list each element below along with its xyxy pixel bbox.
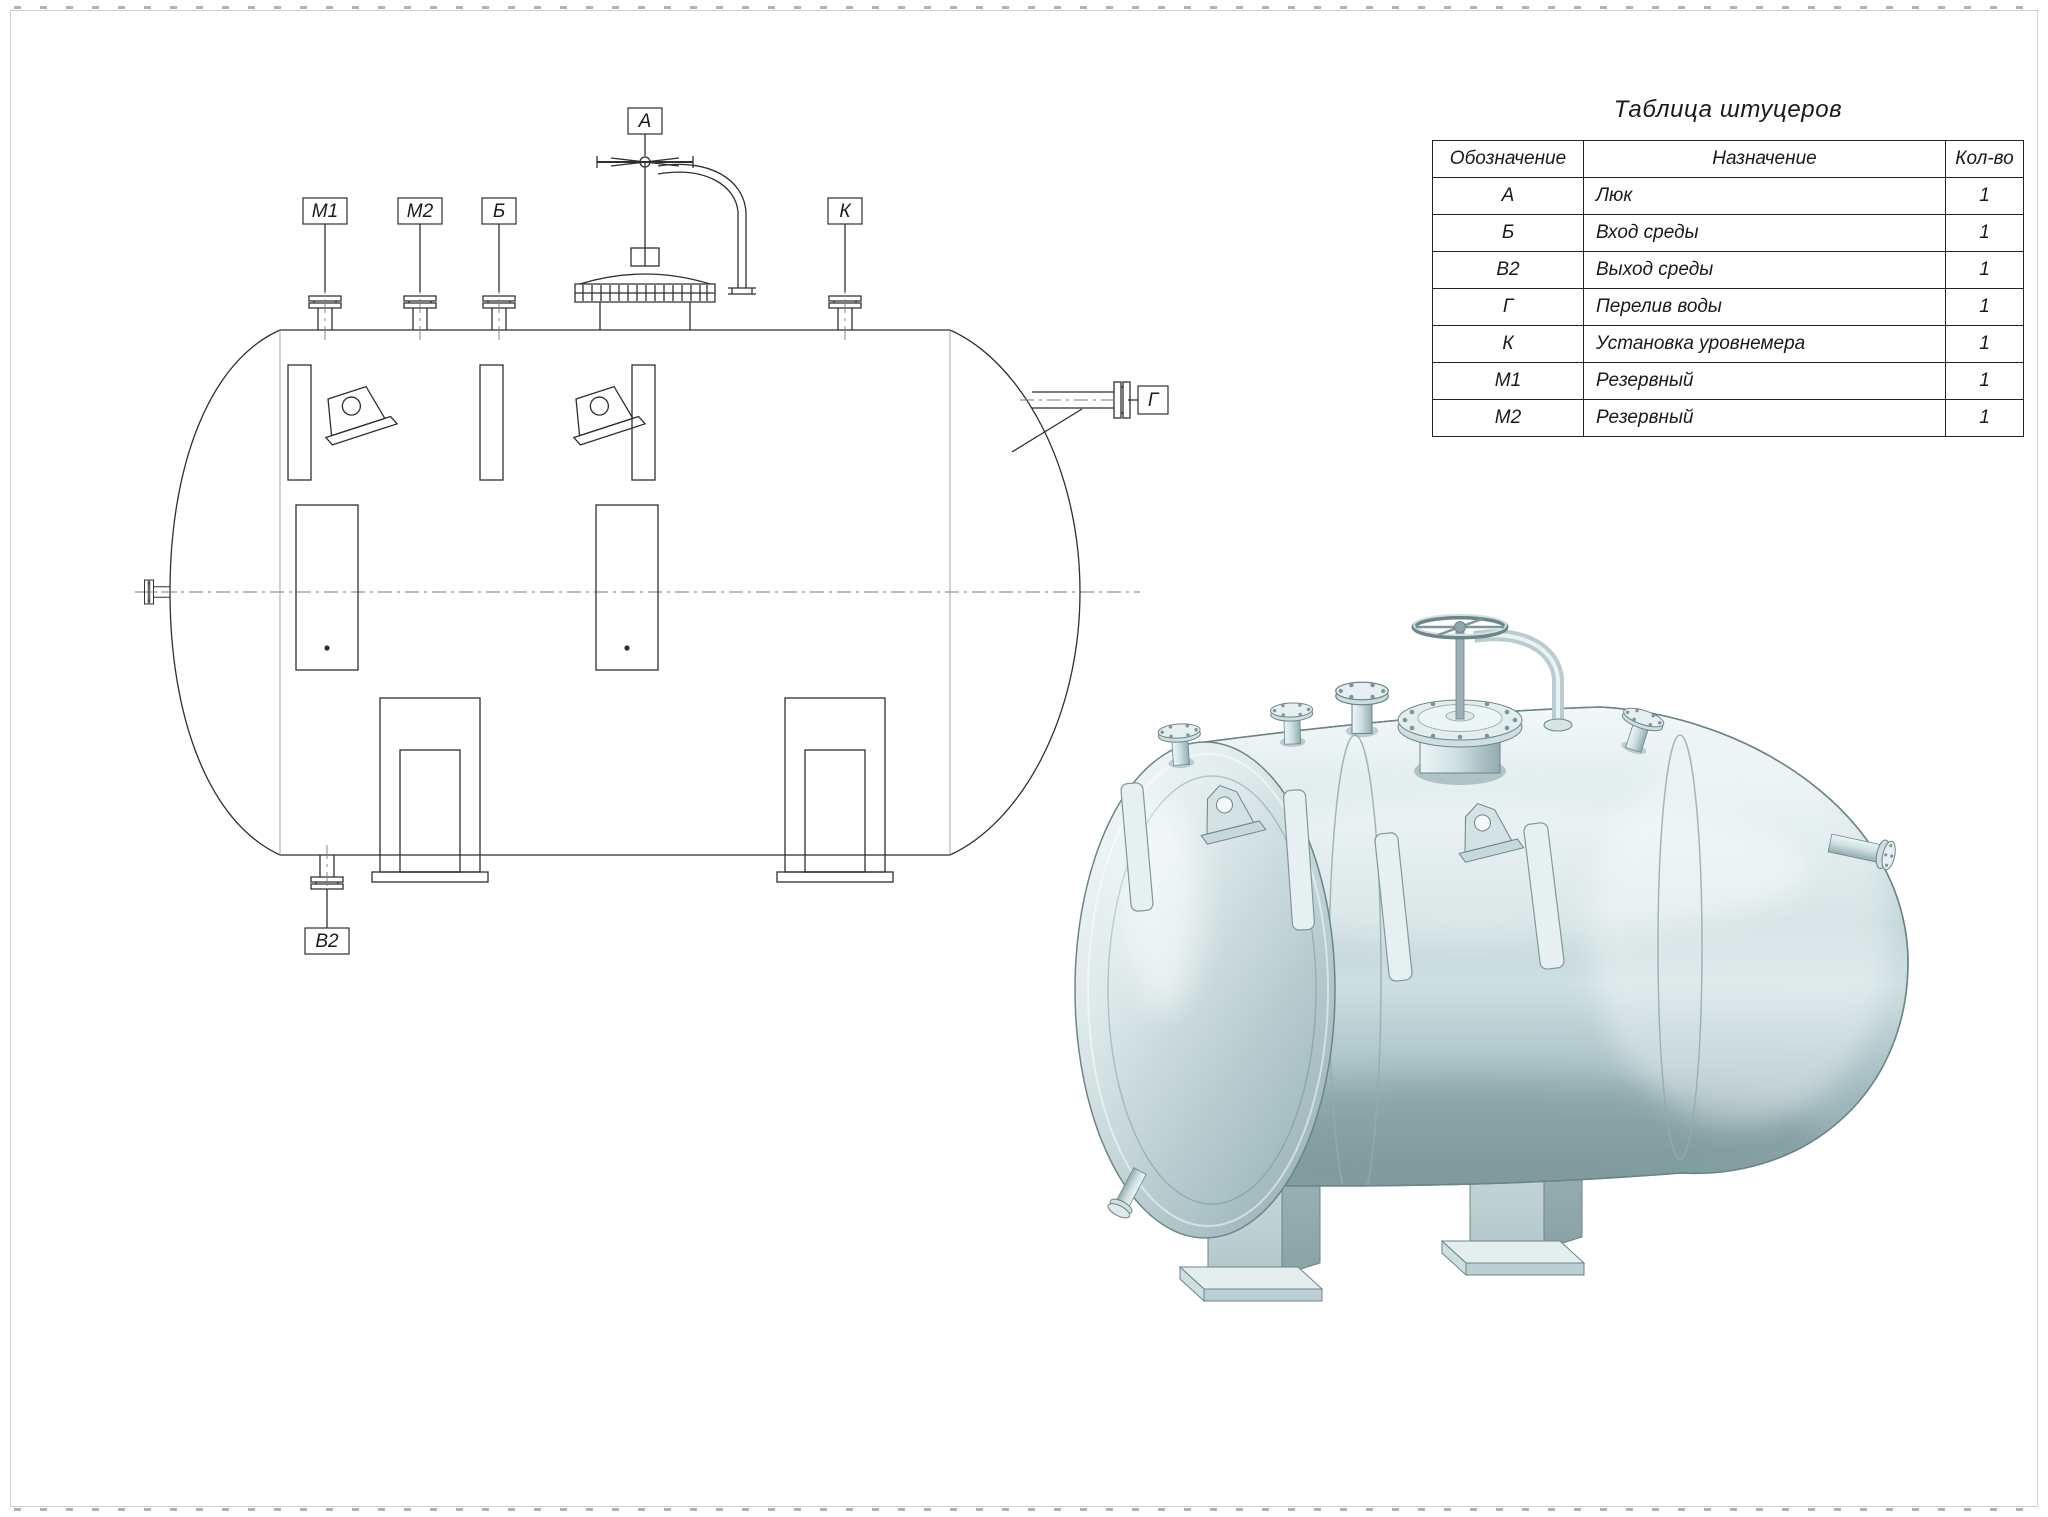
table-cell-code: М1 [1433, 362, 1583, 399]
support-saddle-2d [371, 697, 894, 883]
table-cell-code: А [1433, 177, 1583, 214]
label-v2: В2 [315, 931, 339, 952]
table-cell-purpose: Установка уровнемера [1583, 325, 1945, 362]
table-cell-code: Б [1433, 214, 1583, 251]
nozzle-table: Таблица штуцеров Обозначение Назначение … [1432, 96, 2024, 437]
nozzle-v2-3d [1107, 1167, 1147, 1219]
scan-artifact-top [14, 6, 2034, 9]
table-cell-code: Г [1433, 288, 1583, 325]
label-box-v2 [304, 927, 350, 955]
shell-pads-3d [1120, 782, 1565, 982]
nozzle-g-3d [1827, 833, 1896, 871]
label-m1: М1 [312, 201, 338, 222]
manhole-a-3d [1397, 614, 1573, 785]
internal-pads-2d [287, 364, 659, 671]
table-cell-purpose: Выход среды [1583, 251, 1945, 288]
nozzle-m2-2d [403, 287, 437, 341]
nozzle-g-2d [1011, 381, 1136, 453]
label-box-a [627, 107, 663, 135]
manhole-a-2d [574, 156, 756, 330]
label-box-k [827, 197, 863, 225]
label-m2: М2 [407, 201, 434, 222]
nozzle-k-2d [828, 287, 862, 341]
table-cell-code: В2 [1433, 251, 1583, 288]
table-cell-qty: 1 [1945, 214, 2023, 251]
label-k: К [839, 201, 852, 222]
lifting-lug-2d [324, 385, 399, 446]
lifting-lug-3d [1458, 802, 1525, 863]
vessel-shell-2d [169, 329, 1081, 856]
table-cell-purpose: Резервный [1583, 399, 1945, 436]
table-cell-code: К [1433, 325, 1583, 362]
stub-nozzle-left-2d [138, 579, 178, 605]
nozzle-b-2d [482, 287, 516, 341]
lifting-lug-2d [572, 385, 647, 446]
table-header-designation: Обозначение [1449, 148, 1567, 169]
table-cell-qty: 1 [1945, 362, 2023, 399]
table-cell-qty: 1 [1945, 177, 2023, 214]
label-box-b [481, 197, 517, 225]
table-title: Таблица штуцеров [1613, 96, 1843, 123]
label-a: А [638, 111, 652, 132]
label-g: Г [1148, 390, 1160, 411]
table-cell-qty: 1 [1945, 251, 2023, 288]
table-cell-purpose: Люк [1583, 177, 1945, 214]
table-cell-purpose: Перелив воды [1583, 288, 1945, 325]
label-box-m1 [302, 197, 348, 225]
handwheel-3d [1411, 614, 1509, 640]
assembly-drawing-2d: М1 М2 Б К А В2 Г [135, 107, 1169, 955]
nozzle-m1-2d [308, 287, 342, 341]
table-cell-purpose: Вход среды [1583, 214, 1945, 251]
nozzle-table-grid: Обозначение Назначение Кол-во А Люк 1 Б … [1432, 140, 2024, 437]
label-b: Б [493, 201, 505, 222]
render-3d [1074, 614, 1909, 1303]
table-cell-purpose: Резервный [1583, 362, 1945, 399]
table-cell-qty: 1 [1945, 399, 2023, 436]
table-header-qty: Кол-во [1945, 141, 2023, 177]
table-cell-qty: 1 [1945, 325, 2023, 362]
label-box-g [1137, 385, 1169, 415]
table-cell-qty: 1 [1945, 288, 2023, 325]
lifting-lug-3d [1200, 784, 1267, 845]
table-header-purpose: Назначение [1583, 141, 1945, 177]
nozzle-callouts: М1 М2 Б К А В2 Г [302, 107, 1169, 955]
table-cell-code: М2 [1433, 399, 1583, 436]
scan-artifact-bottom [14, 1508, 2034, 1511]
label-box-m2 [397, 197, 443, 225]
